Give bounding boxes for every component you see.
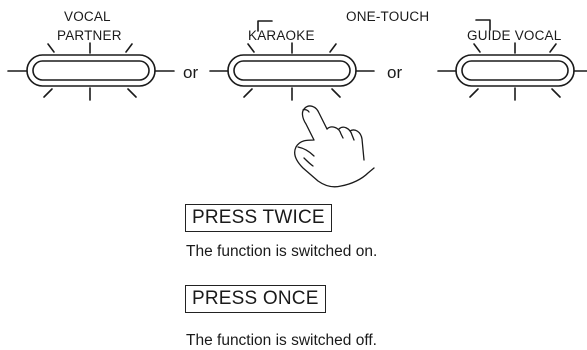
karaoke-button-shape	[209, 42, 375, 101]
vocal-partner-label-line1: VOCAL	[64, 9, 111, 24]
one-touch-label: ONE-TOUCH	[346, 9, 430, 24]
switched-off-text: The function is switched off.	[186, 332, 377, 349]
or-separator-2: or	[387, 63, 403, 82]
one-touch-bracket	[257, 19, 491, 32]
switched-on-text: The function is switched on.	[186, 243, 378, 260]
press-twice-box: PRESS TWICE	[185, 204, 332, 232]
press-once-box: PRESS ONCE	[185, 285, 326, 313]
karaoke-label: KARAOKE	[248, 28, 315, 43]
guide-vocal-button-shape	[437, 42, 587, 101]
vocal-partner-button-shape	[7, 42, 175, 101]
or-separator-1: or	[183, 63, 199, 82]
guide-vocal-label: GUIDE VOCAL	[467, 28, 562, 43]
vocal-partner-label-line2: PARTNER	[57, 28, 122, 43]
pressing-hand-icon	[294, 105, 375, 188]
